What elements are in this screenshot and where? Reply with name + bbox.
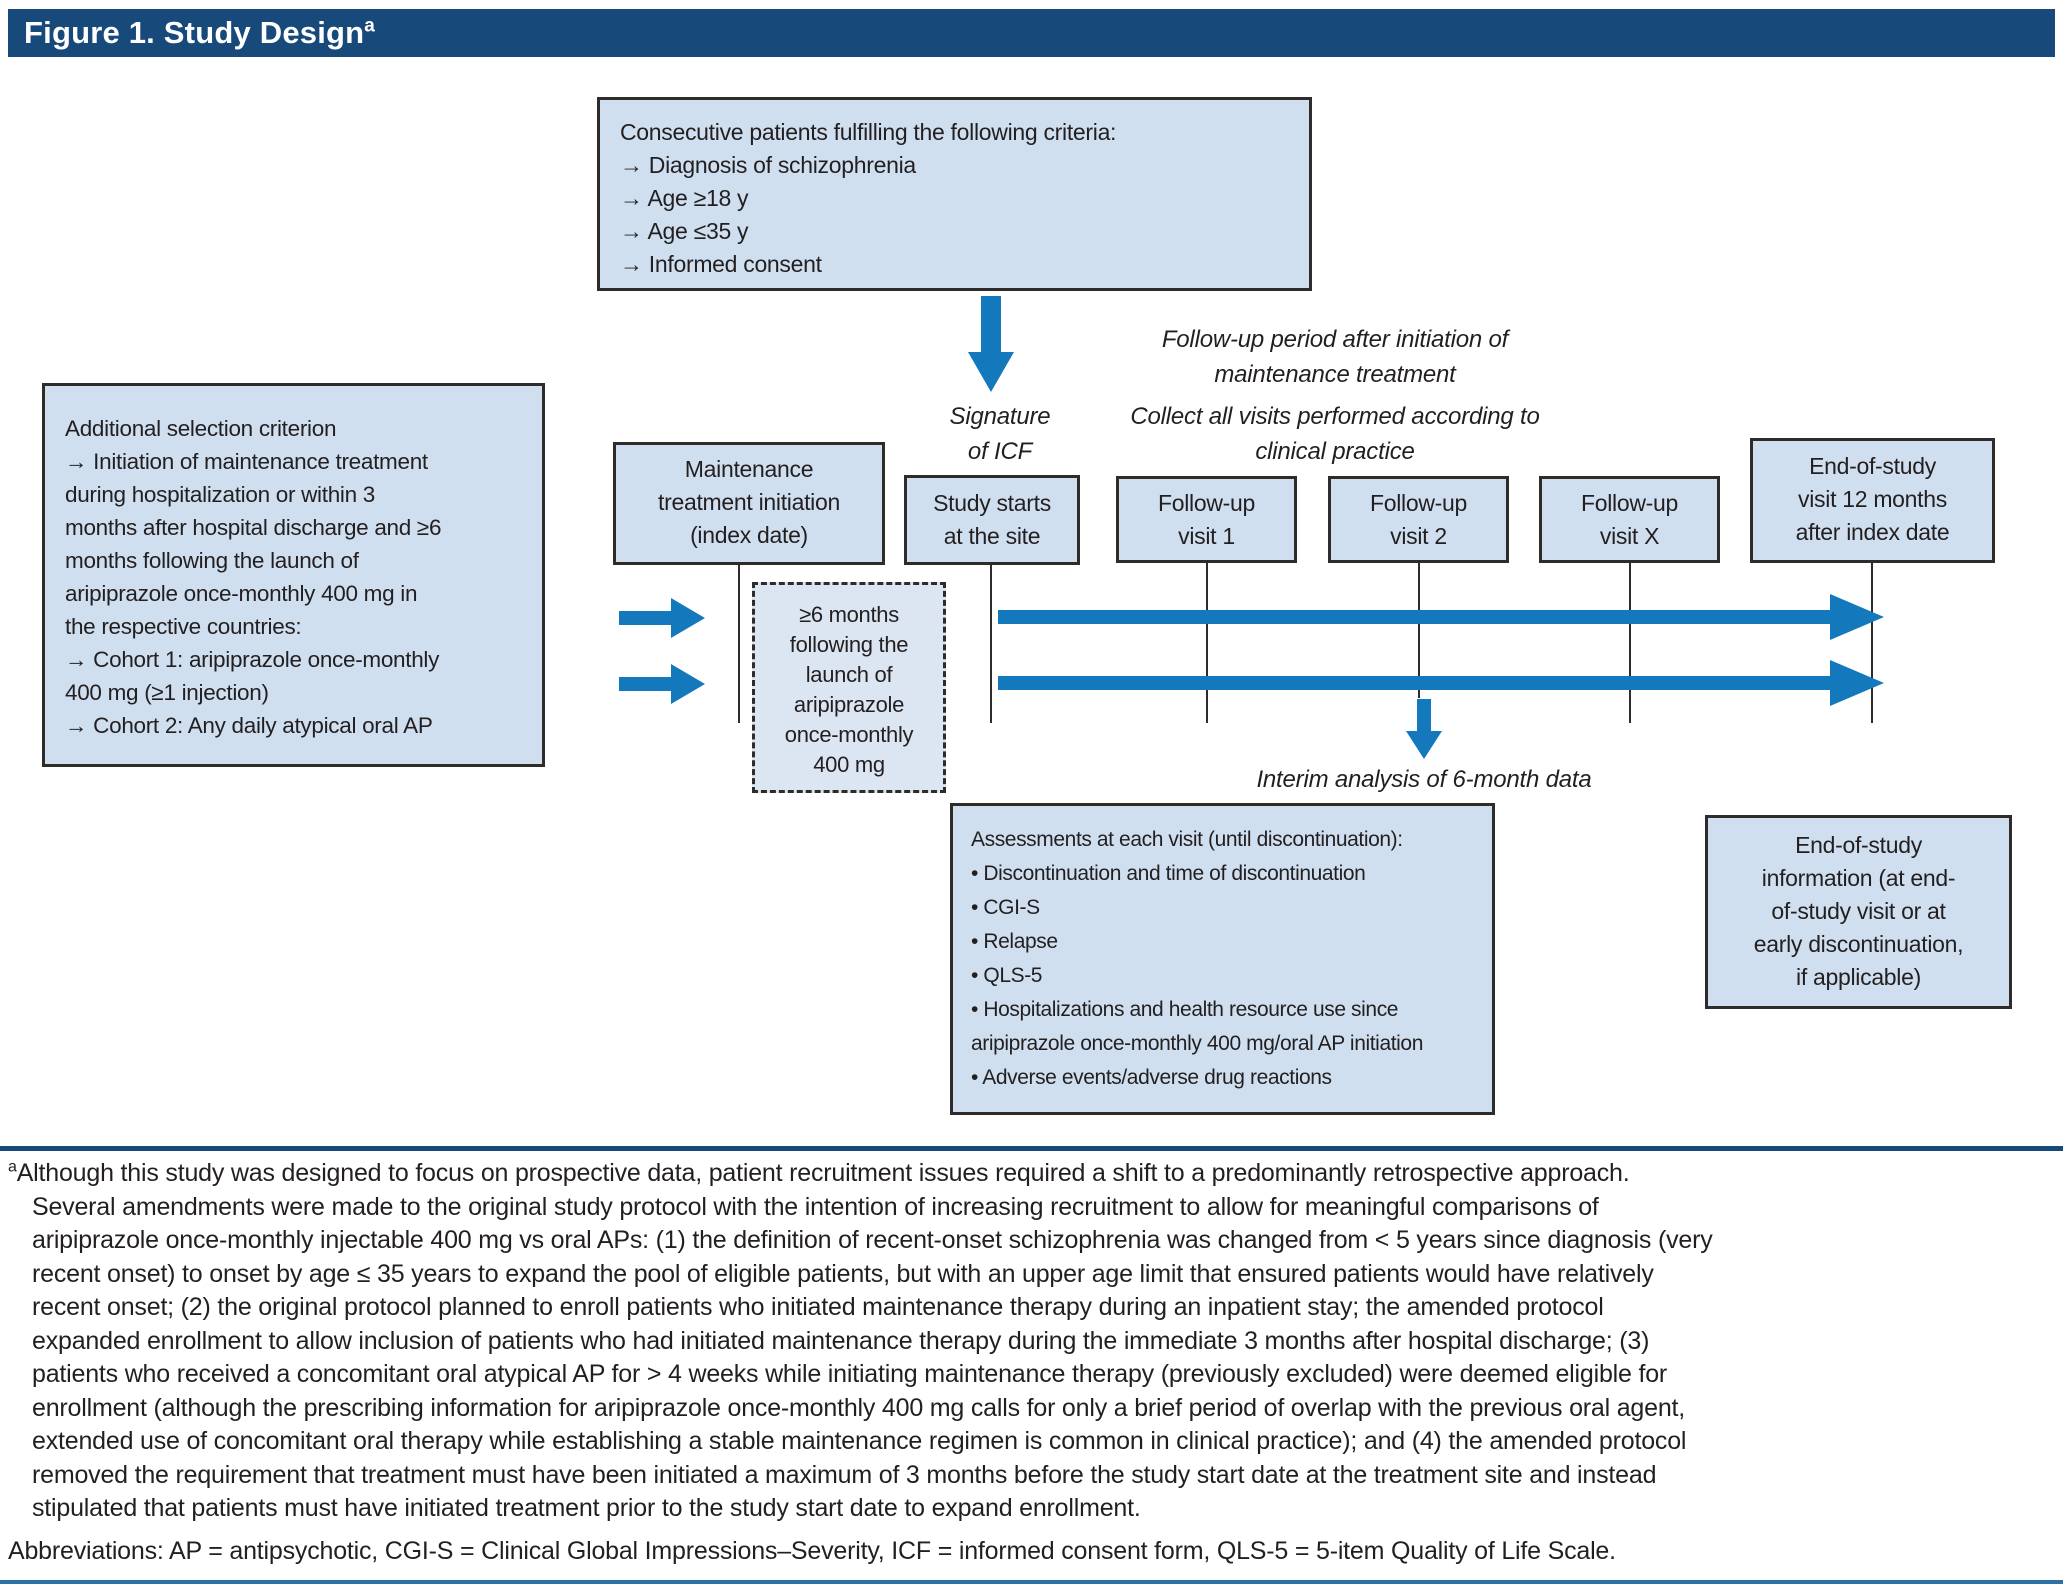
timeline-tick-followup-x [1629,563,1631,723]
footnote-line: stipulated that patients must have initi… [32,1494,1141,1522]
followup-visit-1-box: Follow-up visit 1 [1116,476,1297,563]
footnote-line: extended use of concomitant oral therapy… [32,1427,1687,1455]
end-of-study-visit-box: End-of-study visit 12 months after index… [1750,438,1995,563]
maintenance-initiation-box: Maintenance treatment initiation (index … [613,442,885,565]
timeline-tick-end-of-study [1871,563,1873,723]
footnote-line: expanded enrollment to allow inclusion o… [32,1326,1650,1355]
criteria-line: → Informed consent [620,251,822,277]
right-arrow-icon [619,598,705,638]
right-arrow-icon [619,664,705,704]
timeline-arrow-cohort1-icon [998,594,1884,640]
interim-analysis-caption: Interim analysis of 6-month data [1256,766,1592,793]
criteria-line: → Diagnosis of schizophrenia [620,152,916,178]
abbreviations-line: Abbreviations: AP = antipsychotic, CGI-S… [8,1537,1616,1565]
footnote-line: enrollment (although the prescribing inf… [32,1393,1686,1422]
footnote: aAlthough this study was designed to foc… [8,1157,2058,1526]
footnote-line: recent onset; (2) the original protocol … [32,1293,1604,1321]
followup-visit-2-box: Follow-up visit 2 [1328,476,1509,563]
timeline-arrow-cohort2-icon [998,660,1884,706]
collect-visits-caption: Collect all visits performed according t… [1130,403,1540,465]
footnote-line: patients who received a concomitant oral… [32,1360,1668,1388]
bottom-rule [0,1580,2063,1584]
followup-visit-x-box: Follow-up visit X [1539,476,1720,563]
footnote-line: Several amendments were made to the orig… [32,1192,1599,1221]
criteria-line: → Age ≥18 y [620,185,749,211]
signature-of-icf-caption: Signature of ICF [949,403,1051,465]
footnote-line: aAlthough this study was designed to foc… [8,1158,1630,1187]
end-of-study-information-box: End-of-study information (at end- of-stu… [1705,815,2012,1009]
study-starts-box: Study starts at the site [904,475,1080,565]
figure-title: Figure 1. Study Design [24,15,365,50]
interim-down-arrow-icon [1406,699,1442,759]
down-arrow-icon [968,296,1014,392]
footnote-line: recent onset) to onset by age ≤ 35 years… [32,1259,1654,1288]
footnote-separator-rule [0,1146,2063,1151]
additional-selection-criterion-box: Additional selection criterion → Initiat… [42,383,545,767]
followup-period-caption: Follow-up period after initiation of mai… [1161,326,1509,388]
assessments-box: Assessments at each visit (until discont… [950,803,1495,1115]
timeline-tick-study-starts [990,565,992,723]
criteria-line: Consecutive patients fulfilling the foll… [620,119,1117,145]
timeline-tick-followup-1 [1206,563,1208,723]
consecutive-patients-criteria-box: Consecutive patients fulfilling the foll… [597,97,1312,291]
criteria-line: → Age ≤35 y [620,218,749,244]
six-months-launch-dashed-box: ≥6 months following the launch of aripip… [752,582,946,793]
timeline-tick-maintenance [738,565,740,723]
footnote-line: aripiprazole once-monthly injectable 400… [32,1226,1713,1254]
footnote-line: removed the requirement that treatment m… [32,1460,1657,1489]
footnote-marker: a [8,1158,17,1176]
figure-title-superscript: a [364,15,376,37]
figure-title-bar: Figure 1. Study Designa [8,9,2055,57]
timeline-tick-followup-2 [1418,563,1420,698]
